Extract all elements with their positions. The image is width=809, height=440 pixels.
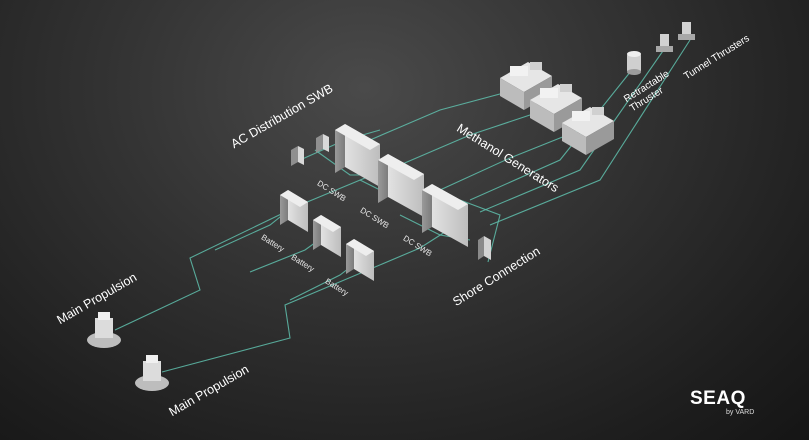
- methanol-generator: [562, 107, 614, 155]
- cable-generator-3: [439, 129, 581, 191]
- cable-main-propulsion-2: [161, 231, 446, 373]
- battery-cabinet: [280, 190, 308, 232]
- main-propulsion-unit: [135, 355, 169, 391]
- cable-retractable-thruster: [469, 65, 636, 201]
- cable-generator-2: [399, 109, 546, 166]
- shore-connection-box: [478, 236, 491, 260]
- battery-cabinet: [313, 215, 341, 257]
- retractable-thruster: [627, 51, 641, 75]
- logo-brand: SEAQ: [690, 388, 746, 409]
- logo-subtitle: by VARD: [726, 409, 755, 416]
- cable-shore-connection: [459, 199, 501, 263]
- dc-swb-cabinet: [378, 154, 424, 217]
- battery-cabinet: [346, 239, 374, 281]
- cable-main-propulsion-1: [114, 177, 366, 331]
- tunnel-thruster: [656, 34, 673, 52]
- dc-swb-cabinet: [422, 184, 468, 247]
- main-propulsion-unit: [87, 312, 121, 348]
- methanol-generator: [530, 84, 582, 132]
- seaq-logo: SEAQ by VARD: [690, 388, 754, 416]
- methanol-generator: [500, 62, 552, 110]
- tunnel-thruster: [678, 22, 695, 40]
- cable-generator-1: [369, 89, 516, 141]
- cable-tunnel-thruster-1: [479, 47, 666, 213]
- ac-distribution-panel: [291, 134, 329, 166]
- cable-network: [114, 39, 691, 373]
- cable-tunnel-thruster-2: [489, 39, 691, 226]
- dc-swb-cabinet: [335, 124, 380, 187]
